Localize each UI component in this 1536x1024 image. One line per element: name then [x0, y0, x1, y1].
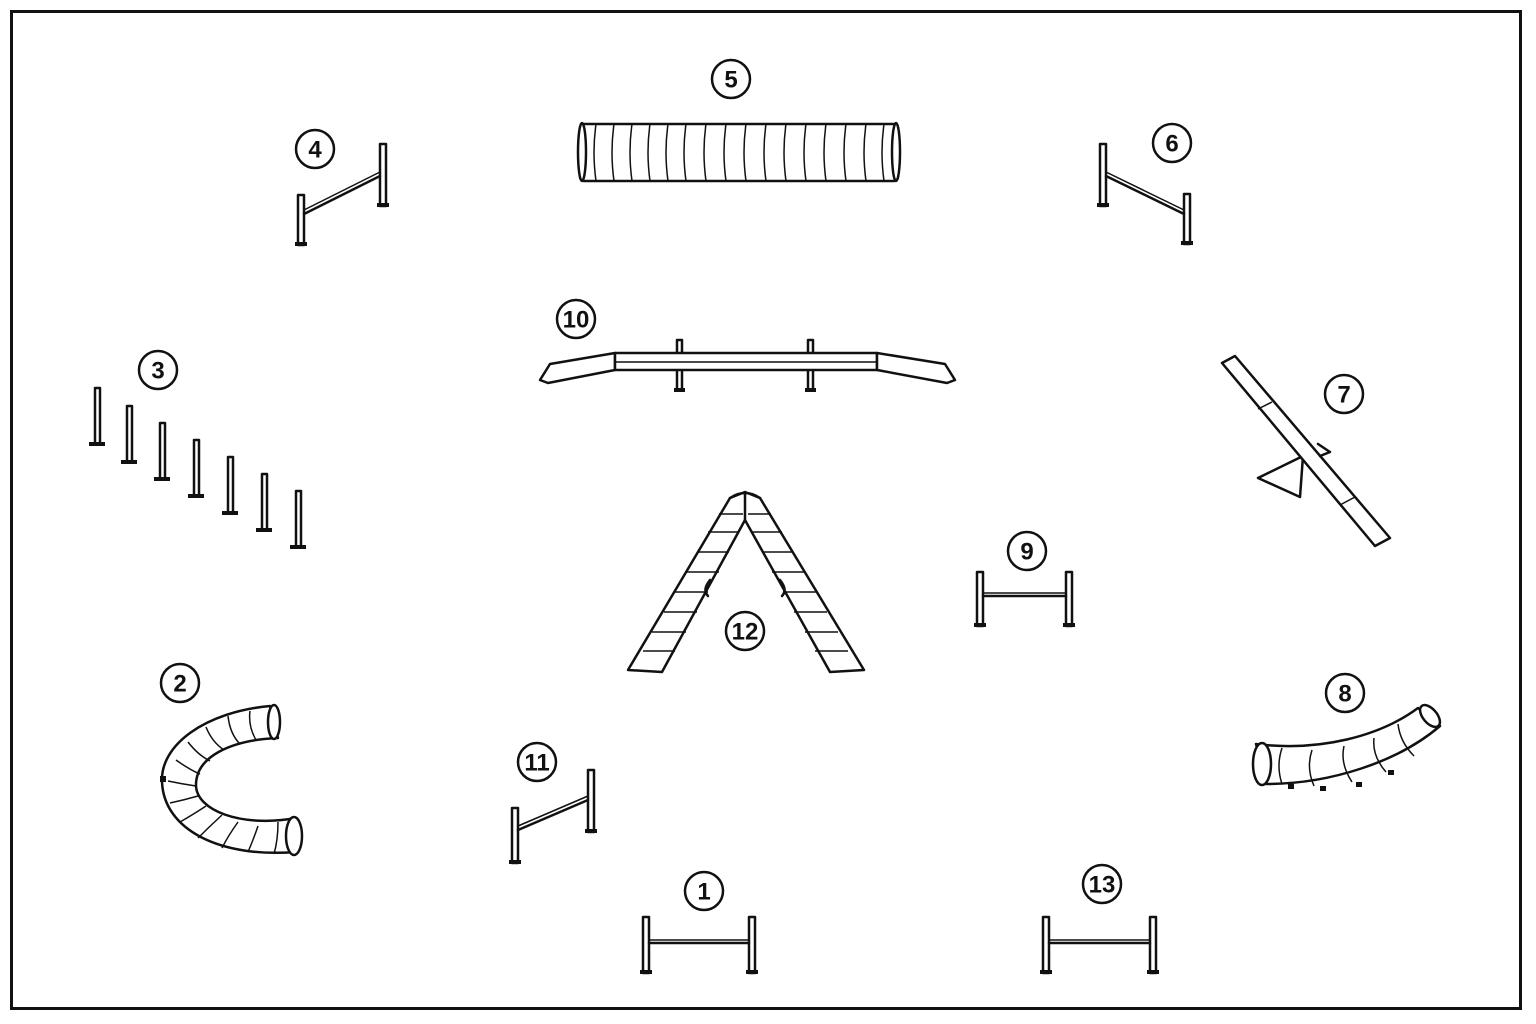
svg-text:8: 8	[1338, 681, 1351, 708]
obstacle-8-tunnel	[1251, 703, 1442, 791]
obstacle-3-label: 3	[137, 349, 179, 391]
obstacle-1-label: 1	[683, 870, 725, 912]
obstacle-6-jump	[1097, 142, 1193, 246]
obstacle-1-jump	[640, 915, 758, 975]
obstacle-5-label: 5	[710, 58, 752, 100]
svg-text:9: 9	[1020, 539, 1033, 566]
obstacle-10-label: 10	[555, 298, 597, 340]
obstacle-9-label: 9	[1006, 530, 1048, 572]
svg-text:1: 1	[697, 879, 710, 906]
obstacle-10-dog-walk	[538, 338, 957, 392]
obstacle-11-jump	[509, 768, 597, 865]
svg-text:12: 12	[732, 619, 759, 646]
svg-text:11: 11	[524, 750, 549, 777]
svg-text:3: 3	[151, 358, 164, 385]
svg-text:7: 7	[1337, 382, 1350, 409]
obstacle-11-label: 11	[516, 741, 558, 783]
svg-text:5: 5	[724, 67, 737, 94]
obstacle-12-label: 12	[724, 610, 766, 652]
obstacle-13-jump	[1040, 915, 1159, 975]
svg-text:2: 2	[173, 671, 186, 698]
svg-text:6: 6	[1165, 131, 1178, 158]
obstacle-8-label: 8	[1324, 672, 1366, 714]
obstacle-7-label: 7	[1323, 373, 1365, 415]
obstacle-2-tunnel	[160, 703, 304, 857]
obstacle-6-label: 6	[1151, 122, 1193, 164]
obstacle-7-seesaw	[1220, 354, 1392, 548]
obstacle-2-label: 2	[159, 662, 201, 704]
obstacle-4-jump	[295, 142, 389, 247]
obstacle-3-weave-poles	[89, 386, 306, 549]
obstacle-9-jump	[974, 570, 1075, 628]
svg-text:10: 10	[563, 307, 590, 334]
obstacle-5-tunnel	[576, 121, 902, 183]
obstacle-12-a-frame	[626, 490, 866, 674]
svg-text:4: 4	[308, 137, 322, 164]
obstacle-4-label: 4	[294, 128, 336, 170]
obstacle-13-label: 13	[1081, 863, 1123, 905]
svg-text:13: 13	[1089, 872, 1116, 899]
